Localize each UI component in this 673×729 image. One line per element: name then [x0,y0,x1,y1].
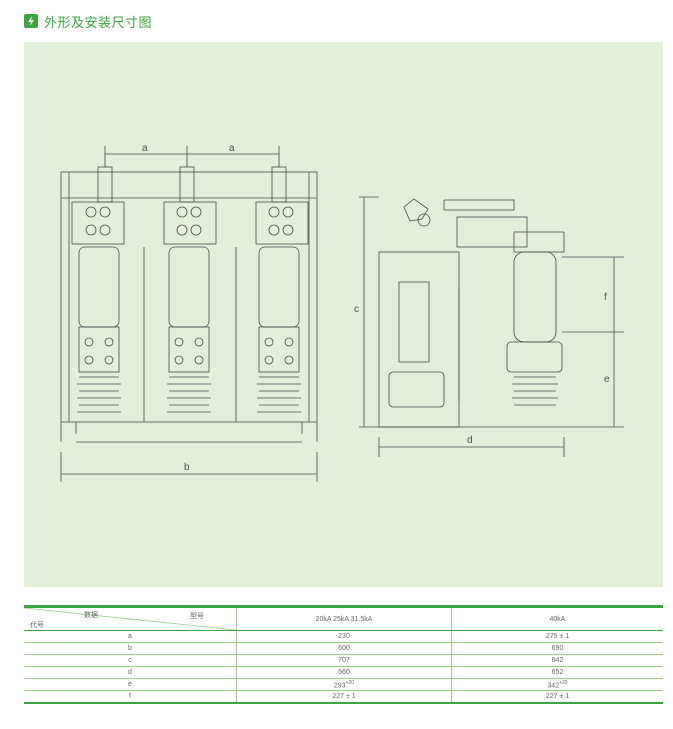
value-main: 293 [333,682,346,690]
dimension-drawing: a a b c d e f [24,42,663,587]
row-value-1: 600 [236,642,452,655]
row-value-2: 227 ± 1 [451,690,663,704]
label-e: e [604,374,610,385]
row-value-2: 690 [451,642,663,655]
row-value-1: 560 [236,666,452,679]
row-code: d [24,666,237,679]
tolerance-sup: +2 [559,679,565,686]
table-row: e 293+20 342+20 [24,678,663,691]
label-d: d [467,435,473,446]
pole-right [255,166,309,413]
row-value-2: 342+20 [451,678,663,691]
tolerance-sub: 0 [351,679,355,686]
row-code: b [24,642,237,655]
side-view [359,196,624,457]
table-header-row: 数据 型号 代号 20kA 25kA 31.5kA 40kA [24,605,663,631]
pole-center [163,166,217,413]
row-value-1: 227 ± 1 [236,690,452,704]
pole-left [71,166,125,413]
technical-drawing-svg: a a b c d e f [60,143,624,482]
label-b: b [184,462,190,473]
row-value-2: 652 [451,666,663,679]
table-row: b 600 690 [24,642,663,655]
tolerance-sup: +2 [345,679,352,686]
label-a-1: a [142,143,148,154]
corner-data-label: 数据 [84,612,98,619]
corner-model-label: 型号 [190,613,204,620]
table-row: d 560 652 [24,666,663,679]
row-value-1: 230 [236,630,452,643]
front-view [60,146,318,482]
dimension-table: 数据 型号 代号 20kA 25kA 31.5kA 40kA a 230 275… [24,605,663,704]
label-f: f [604,292,607,303]
row-value-2: 275 ± 1 [451,630,663,643]
table-row: a 230 275 ± 1 [24,630,663,643]
row-code: f [24,690,237,704]
row-code: c [24,654,237,667]
table-corner-cell: 数据 型号 代号 [24,605,237,631]
row-value-1: 707 [236,654,452,667]
row-code: e [24,678,237,691]
label-c: c [354,304,359,315]
lightning-bolt-icon [24,14,38,28]
column-header-2: 40kA [451,605,663,631]
diagonal-line [24,608,236,630]
label-a-2: a [229,143,235,154]
row-value-2: 842 [451,654,663,667]
section-title: 外形及安装尺寸图 [44,14,153,30]
value-main: 342 [547,682,560,690]
section-header: 外形及安装尺寸图 [24,10,152,32]
table-row: c 707 842 [24,654,663,667]
column-header-1: 20kA 25kA 31.5kA [236,605,452,631]
row-code: a [24,630,237,643]
tolerance-sub: 0 [564,679,568,686]
row-value-1: 293+20 [236,678,452,691]
corner-code-label: 代号 [30,622,44,629]
table-row: f 227 ± 1 227 ± 1 [24,690,663,704]
